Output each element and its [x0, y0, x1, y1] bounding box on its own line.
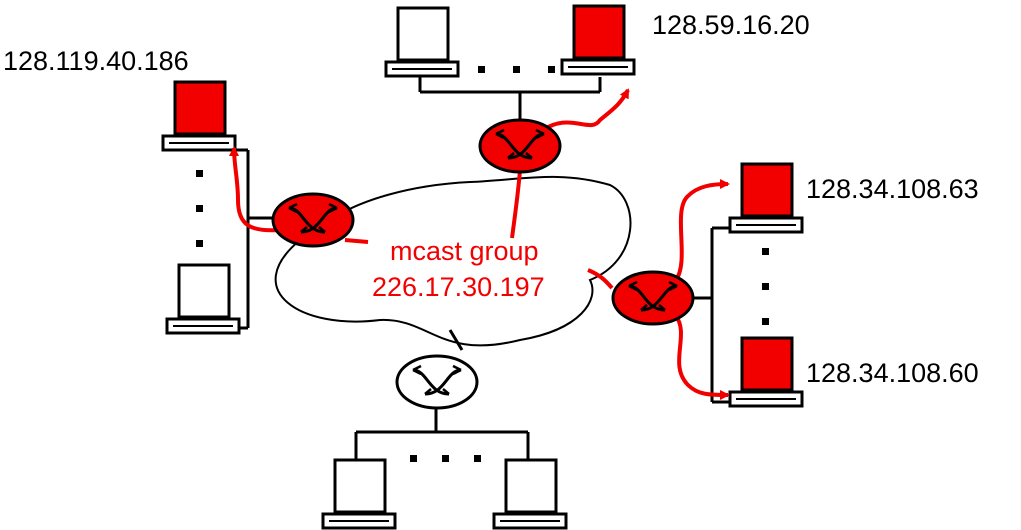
vertical-ellipsis-icon — [196, 170, 203, 247]
router-bottom — [395, 354, 479, 410]
group-label-line1: mcast group — [390, 236, 539, 266]
network-cloud — [274, 175, 632, 347]
router-left — [271, 192, 355, 248]
router-right — [611, 270, 695, 326]
host-address-right-bottom: 128.34.108.60 — [806, 358, 979, 388]
host-address-right-top: 128.34.108.63 — [806, 174, 979, 204]
host-address-top-right: 128.59.16.20 — [652, 10, 810, 40]
router-top — [478, 118, 562, 174]
group-label-line2: 226.17.30.197 — [372, 272, 545, 302]
host-computer-icon — [728, 162, 804, 234]
horizontal-ellipsis-icon — [410, 455, 481, 462]
host-computer-icon — [321, 458, 397, 530]
host-computer-icon — [560, 4, 636, 76]
multicast-delivery-paths — [229, 88, 730, 400]
host-computer-icon — [384, 6, 460, 78]
host-computer-icon — [492, 458, 568, 530]
host-computer-icon — [728, 336, 804, 408]
host-computer-icon — [165, 263, 241, 335]
host-address-left-top: 128.119.40.186 — [3, 46, 189, 76]
vertical-ellipsis-icon — [762, 248, 769, 325]
host-computer-icon — [161, 80, 237, 152]
horizontal-ellipsis-icon — [478, 66, 555, 73]
